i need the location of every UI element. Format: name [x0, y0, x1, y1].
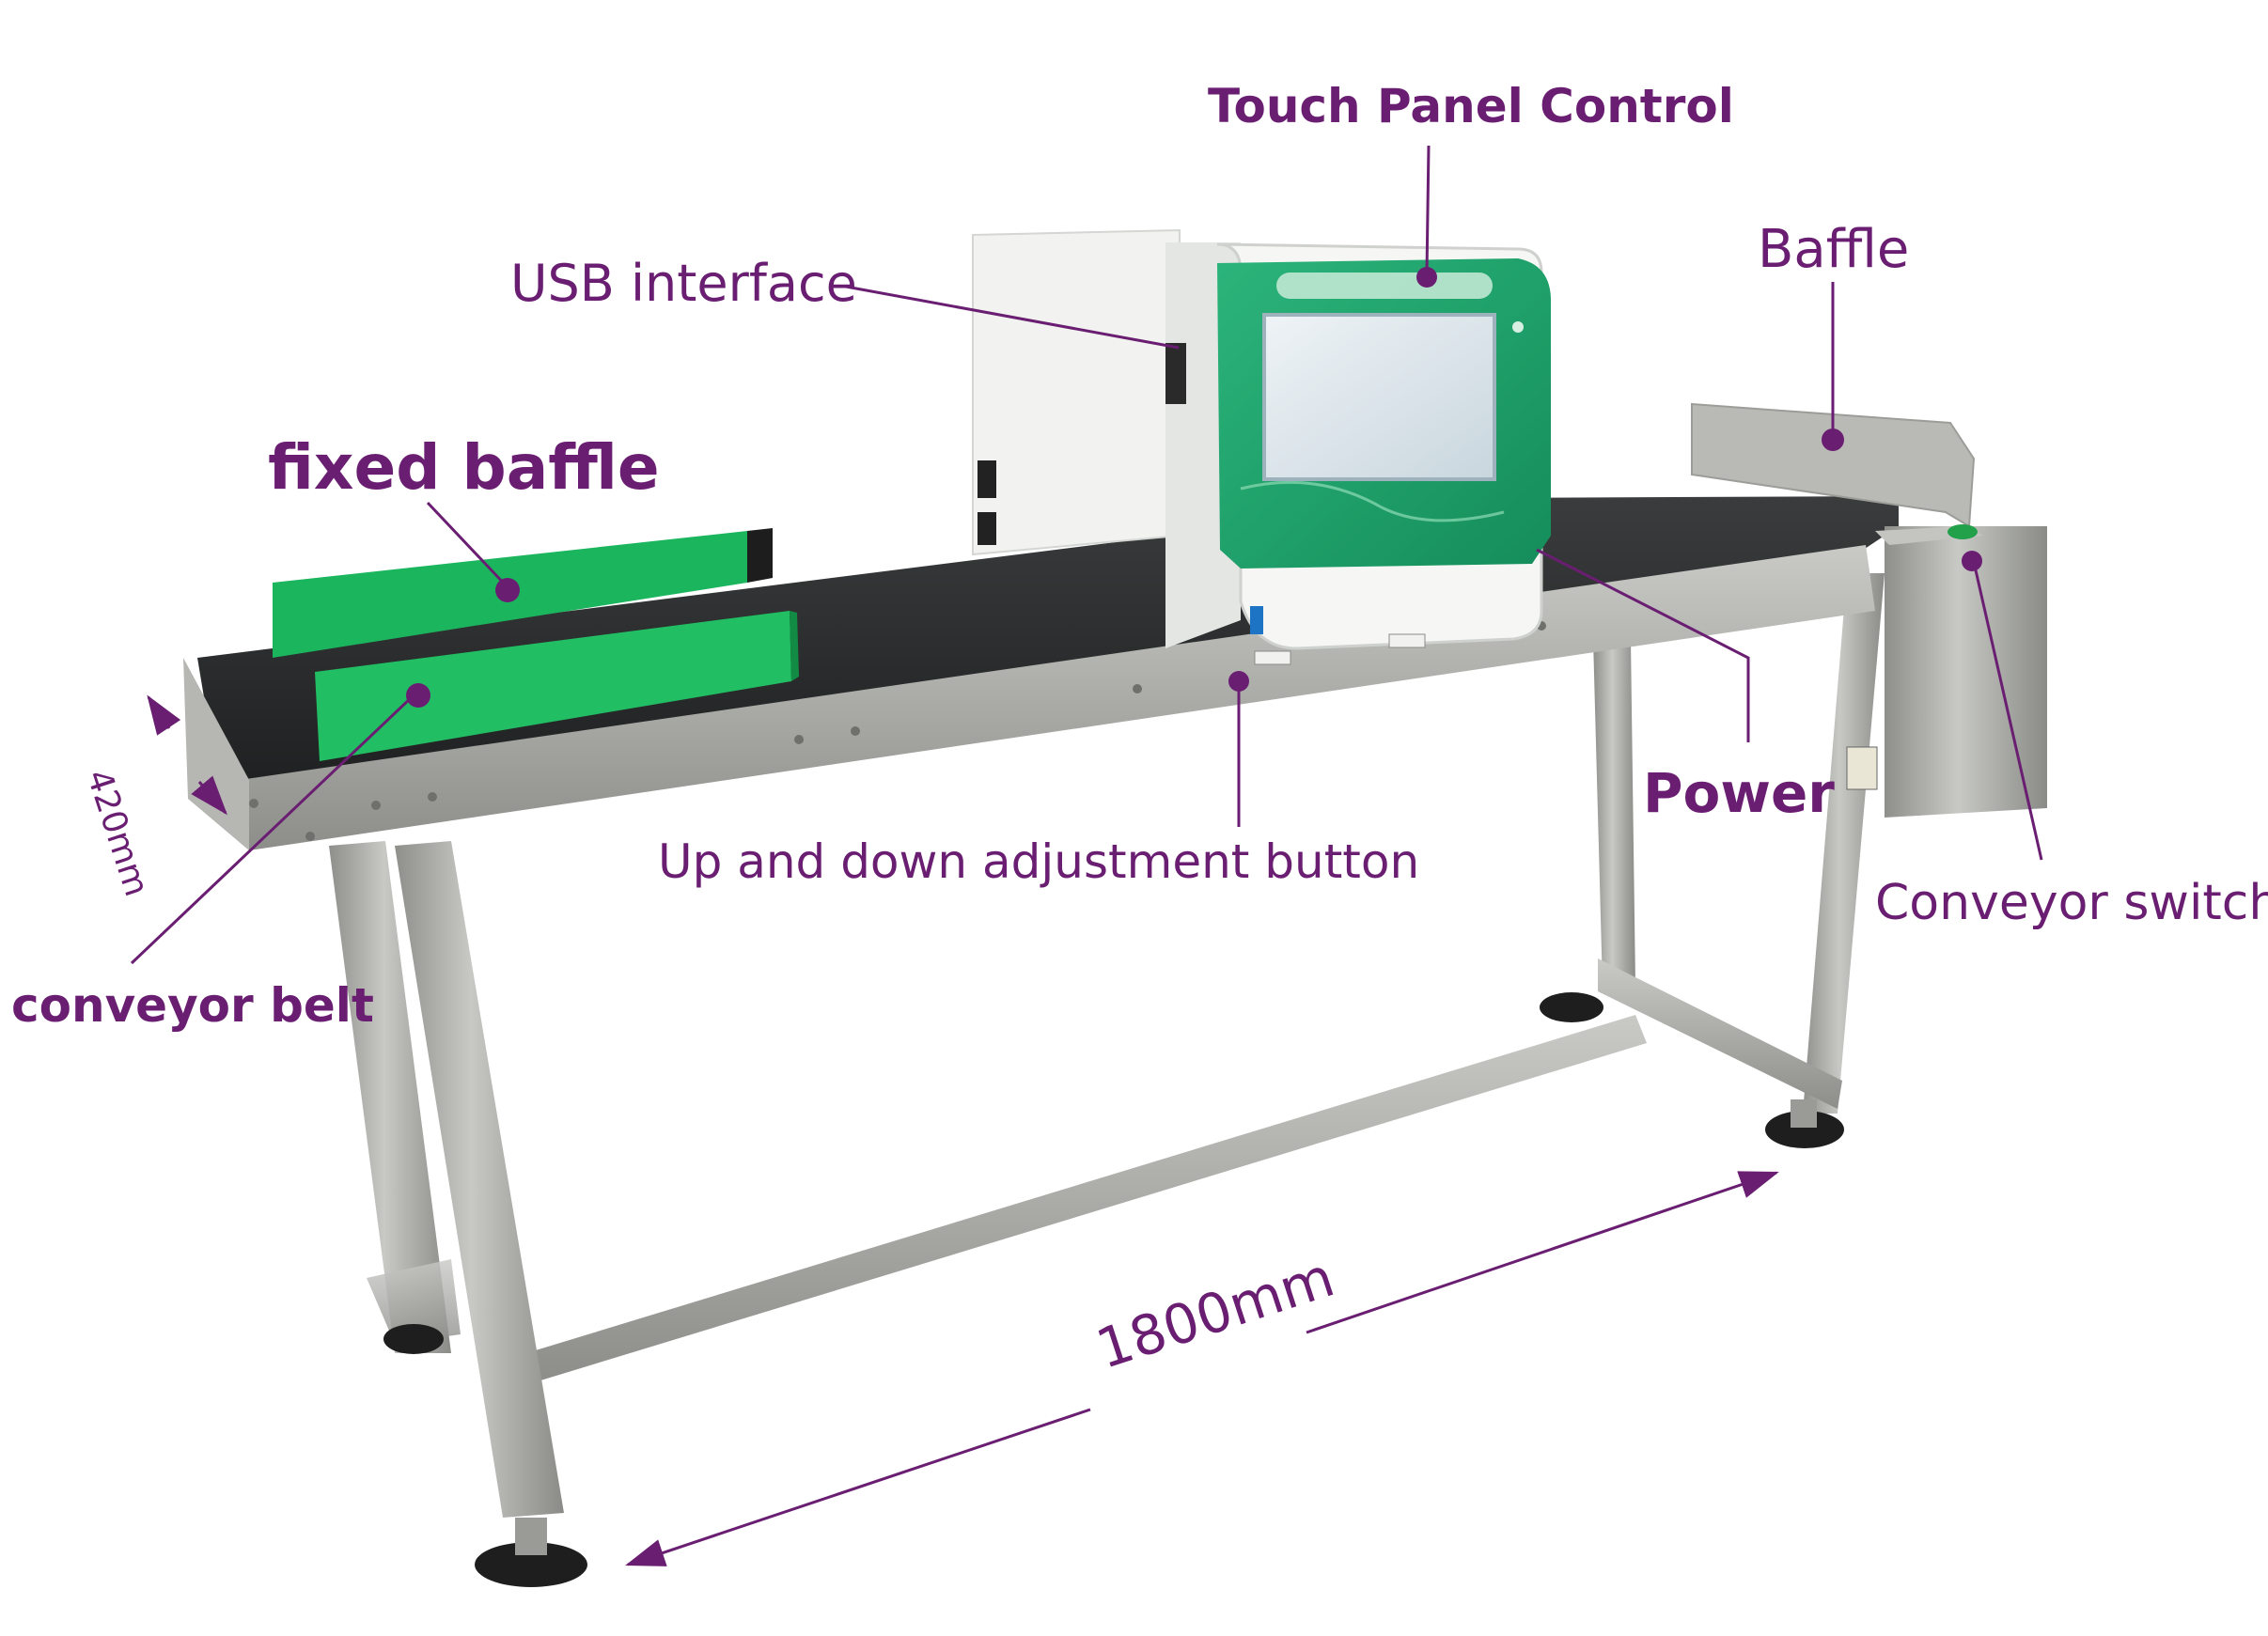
label-usb-interface: USB interface [510, 254, 857, 313]
conveyor-switch-box [1846, 524, 2047, 818]
label-up-down-adjustment-button: Up and down adjustment button [658, 834, 1420, 889]
annotation-leaders [130, 145, 2043, 965]
label-conveyor-switch: Conveyor switch [1875, 875, 2268, 931]
dimension-arrows [147, 694, 1779, 1566]
label-conveyor-belt: conveyor belt [11, 978, 374, 1033]
rear-legs [1593, 573, 1885, 1114]
label-fixed-baffle: fixed baffle [268, 431, 660, 504]
bottom-crossbar [526, 1015, 1647, 1381]
feet [383, 992, 1844, 1587]
annotation-dots [406, 267, 1982, 708]
front-legs [329, 841, 564, 1518]
label-baffle: Baffle [1758, 219, 1910, 280]
label-power: Power [1643, 761, 1835, 825]
rail-buttons [1254, 633, 1426, 665]
label-touch-panel-control: Touch Panel Control [1208, 79, 1734, 133]
printer-housing [972, 228, 1551, 650]
